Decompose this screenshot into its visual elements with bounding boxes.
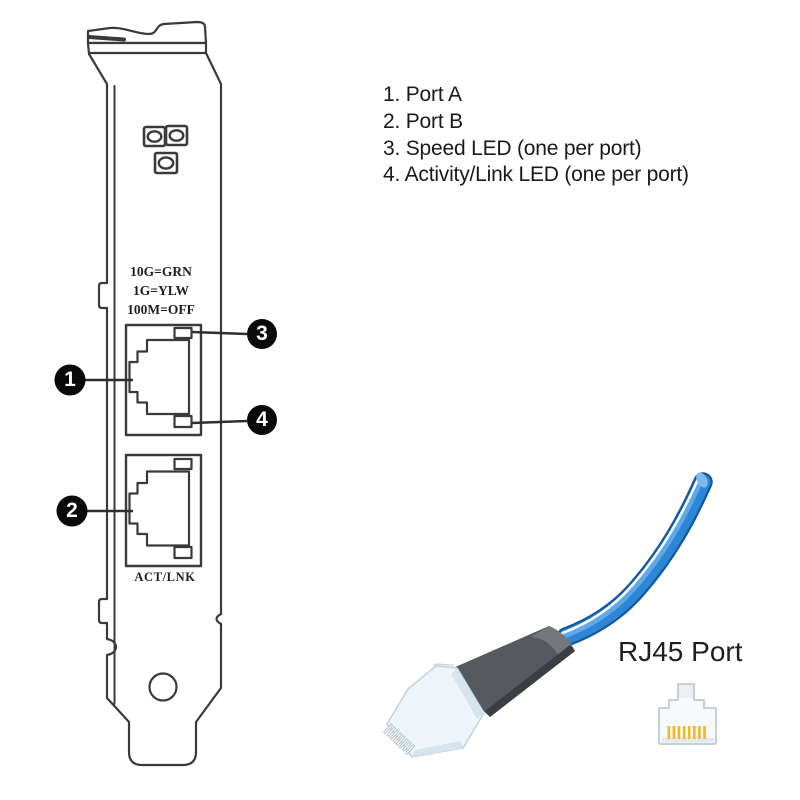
cable-boot xyxy=(453,626,575,717)
jack-bottom-shade xyxy=(662,738,714,743)
screw-hole xyxy=(148,672,178,702)
port-b-activity-led xyxy=(173,545,193,560)
legend-item-activity-led: 4. Activity/Link LED (one per port) xyxy=(383,163,689,187)
speed-led-key: 10G=GRN 1G=YLW 100M=OFF xyxy=(96,262,226,319)
cable-boot-shadow xyxy=(485,645,575,717)
bracket-tab-fold-line xyxy=(87,35,126,42)
jack-pin xyxy=(693,726,696,739)
callout-line-3 xyxy=(191,330,248,336)
port-b xyxy=(124,453,203,568)
speed-key-line-1g: 1G=YLW xyxy=(133,283,189,298)
jack-pin xyxy=(667,726,671,739)
jack-pin xyxy=(672,726,676,739)
callout-circles xyxy=(54,319,277,527)
plug-shade-bottom xyxy=(412,741,463,757)
cable-tip xyxy=(696,472,708,488)
vent-holes xyxy=(142,124,189,175)
jack-pin xyxy=(703,726,706,739)
cable-sheen xyxy=(560,476,704,639)
legend-item-speed-led: 3. Speed LED (one per port) xyxy=(383,136,642,160)
speed-key-line-100m: 100M=OFF xyxy=(127,302,195,317)
vent-hole-oval xyxy=(146,130,163,143)
jack-pin xyxy=(682,726,686,739)
port-b-speed-led xyxy=(173,457,193,471)
port-b-jack-silhouette xyxy=(128,470,191,547)
callout-number-2: 2 xyxy=(66,499,78,522)
callout-circle-2 xyxy=(56,495,88,527)
callout-number-4: 4 xyxy=(256,408,268,431)
jack-pin xyxy=(677,726,681,739)
callout-line-4 xyxy=(191,419,248,425)
plug-shade-right xyxy=(451,668,484,719)
callout-circle-3 xyxy=(247,319,277,349)
port-a-activity-led xyxy=(173,414,193,429)
callout-number-3: 3 xyxy=(256,322,268,345)
vent-hole-oval xyxy=(168,129,185,142)
port-a-speed-led xyxy=(173,326,193,340)
jack-latch-slot xyxy=(679,685,693,698)
vent-hole-oval xyxy=(157,156,175,170)
port-a-jack-silhouette xyxy=(128,338,191,416)
callout-lines xyxy=(85,330,248,513)
legend-item-port-a: 1. Port A xyxy=(383,83,462,106)
jack-pins xyxy=(667,726,706,739)
plug-pin xyxy=(401,741,413,752)
plug-pin xyxy=(389,729,400,741)
callout-circle-4 xyxy=(247,405,277,435)
cable-highlight xyxy=(561,476,700,635)
rj45-jack-icon xyxy=(658,683,717,745)
plug-pin xyxy=(404,743,416,755)
rj45-cable-illustration xyxy=(382,472,713,758)
plug-pin xyxy=(395,735,406,746)
plug-pin xyxy=(382,723,394,735)
plug-pin xyxy=(386,726,397,738)
legend-list: 1. Port A 2. Port B 3. Speed LED (one pe… xyxy=(383,82,689,189)
bracket-group xyxy=(86,20,223,767)
act-lnk-label: ACT/LNK xyxy=(134,570,196,584)
rj45-port-label: RJ45 Port xyxy=(618,636,743,667)
jack-pin xyxy=(698,726,701,739)
callout-circle-1 xyxy=(54,364,86,396)
plug-pin xyxy=(392,732,403,743)
port-a xyxy=(124,323,203,437)
plug-pin xyxy=(398,738,409,749)
legend-item-port-b: 2. Port B xyxy=(383,109,463,133)
plug-pins xyxy=(382,723,416,755)
callout-number-1: 1 xyxy=(64,368,76,391)
jack-pin xyxy=(687,726,691,739)
cable-outer xyxy=(556,472,713,647)
speed-key-line-10g: 10G=GRN xyxy=(130,264,192,279)
